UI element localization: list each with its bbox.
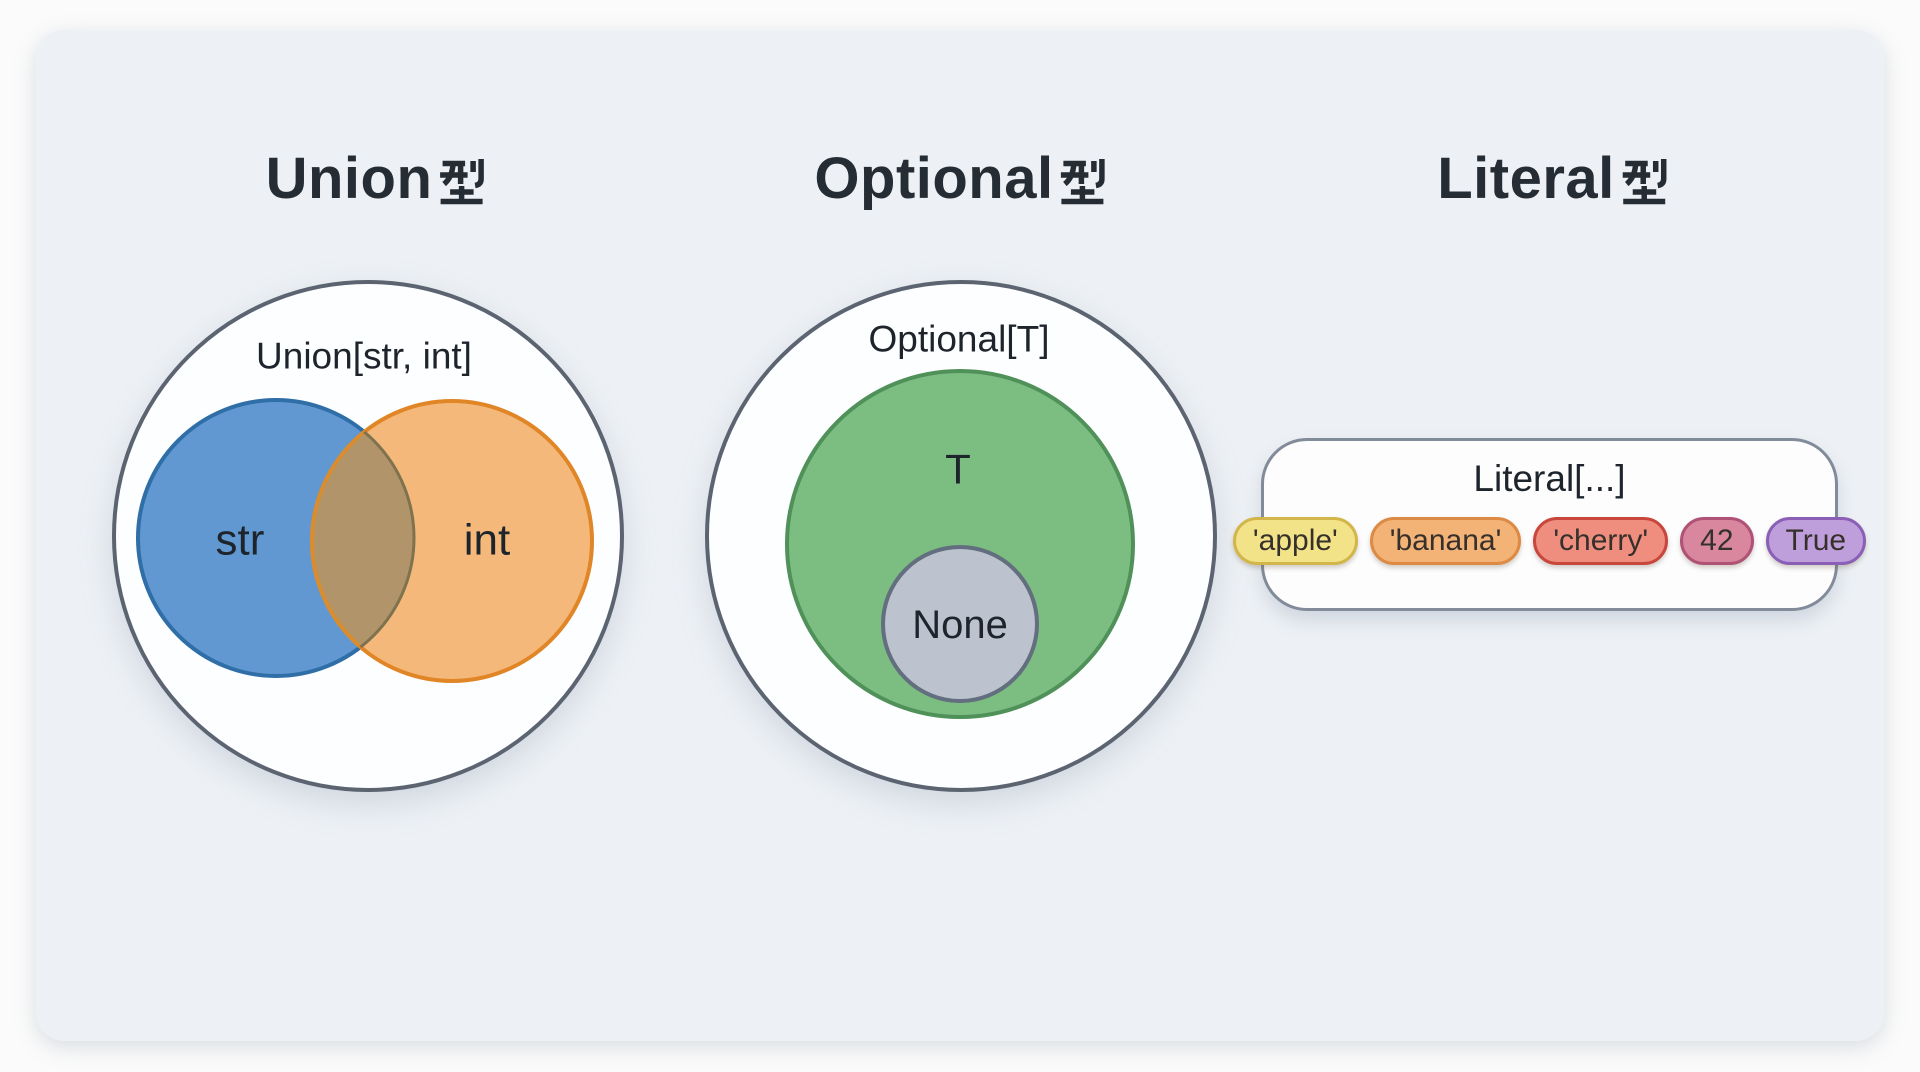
literal-box: Literal[...] 'apple' 'banana' 'cherry' 4… (1232, 438, 1867, 611)
optional-nested-diagram: Optional[T] T None (705, 280, 1217, 792)
literal-pill-42: 42 (1680, 517, 1754, 565)
str-int-overlap (310, 400, 414, 676)
kanji-gata-type-icon (1061, 158, 1105, 204)
union-title-text: Union (265, 146, 433, 211)
t-label: T (945, 446, 971, 493)
optional-title-text: Optional (814, 146, 1054, 211)
literal-section-title: Literal (1437, 150, 1669, 208)
kanji-gata-type-icon (439, 158, 484, 204)
t-circle (785, 369, 1135, 719)
literal-pill-cherry: 'cherry' (1533, 517, 1669, 565)
literal-pills-row: 'apple' 'banana' 'cherry' 42 True (1232, 517, 1867, 565)
literal-pill-banana: 'banana' (1369, 517, 1522, 565)
none-label: None (912, 603, 1008, 647)
union-outer-label: Union[str, int] (256, 336, 472, 377)
literal-pill-apple: 'apple' (1232, 517, 1358, 565)
literal-pill-true: True (1765, 517, 1867, 565)
int-label: int (464, 516, 510, 565)
literal-box-label: Literal[...] (1473, 458, 1626, 499)
optional-outer-label: Optional[T] (869, 319, 1050, 360)
union-section-title: Union (266, 150, 487, 208)
str-int-overlap-edge (312, 401, 416, 678)
str-label: str (216, 516, 265, 565)
none-circle (881, 545, 1039, 703)
optional-section-title: Optional (814, 150, 1107, 208)
union-venn-diagram: Union[str, int] str int (112, 280, 624, 792)
literal-title-text: Literal (1437, 146, 1615, 211)
kanji-gata-type-icon (1622, 158, 1667, 204)
